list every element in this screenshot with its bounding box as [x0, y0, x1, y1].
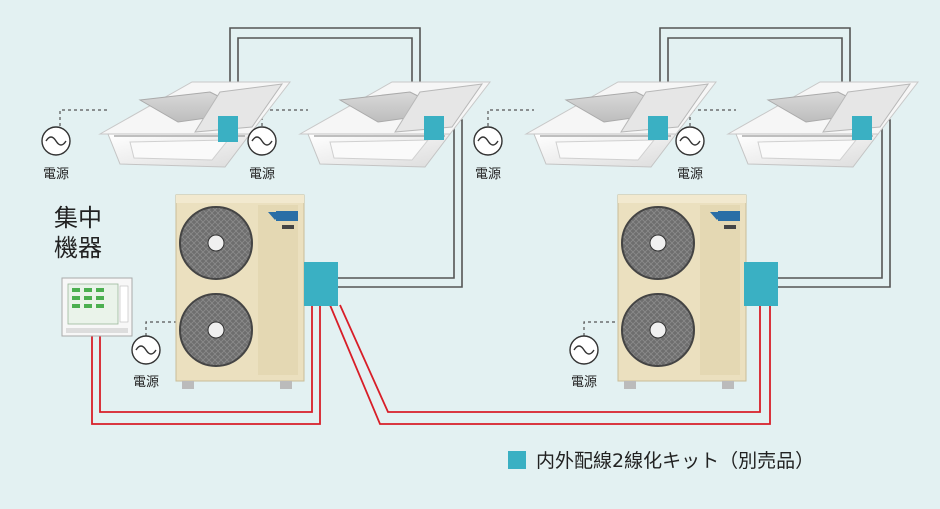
legend: 内外配線2線化キット（別売品） [508, 450, 814, 472]
power-label: 電源 [475, 167, 501, 182]
power-label: 電源 [249, 167, 275, 182]
power-symbol-1: 電源 [41, 126, 71, 182]
power-label: 電源 [43, 167, 69, 182]
central-label-line2: 機器 [54, 234, 102, 262]
power-leads [59, 109, 736, 336]
brand-logo-icon [710, 212, 724, 220]
outdoor-unit-1 [175, 194, 305, 390]
power-symbol-3: 電源 [473, 126, 503, 182]
power-label: 電源 [571, 375, 597, 390]
power-symbol-4: 電源 [675, 126, 705, 182]
brand-logo-icon [268, 212, 282, 220]
power-symbol-6: 電源 [569, 335, 599, 390]
legend-kit-swatch [508, 451, 526, 469]
power-label: 電源 [677, 167, 703, 182]
central-label-line1: 集中 [54, 204, 102, 232]
legend-label: 内外配線2線化キット（別売品） [536, 450, 814, 472]
wiring-kits [218, 116, 872, 306]
signal-wiring [91, 304, 771, 425]
power-label: 電源 [133, 375, 159, 390]
power-symbol-5: 電源 [131, 335, 161, 390]
outdoor-unit-2 [617, 194, 747, 390]
central-controller [61, 277, 133, 337]
power-symbol-2: 電源 [247, 126, 277, 182]
